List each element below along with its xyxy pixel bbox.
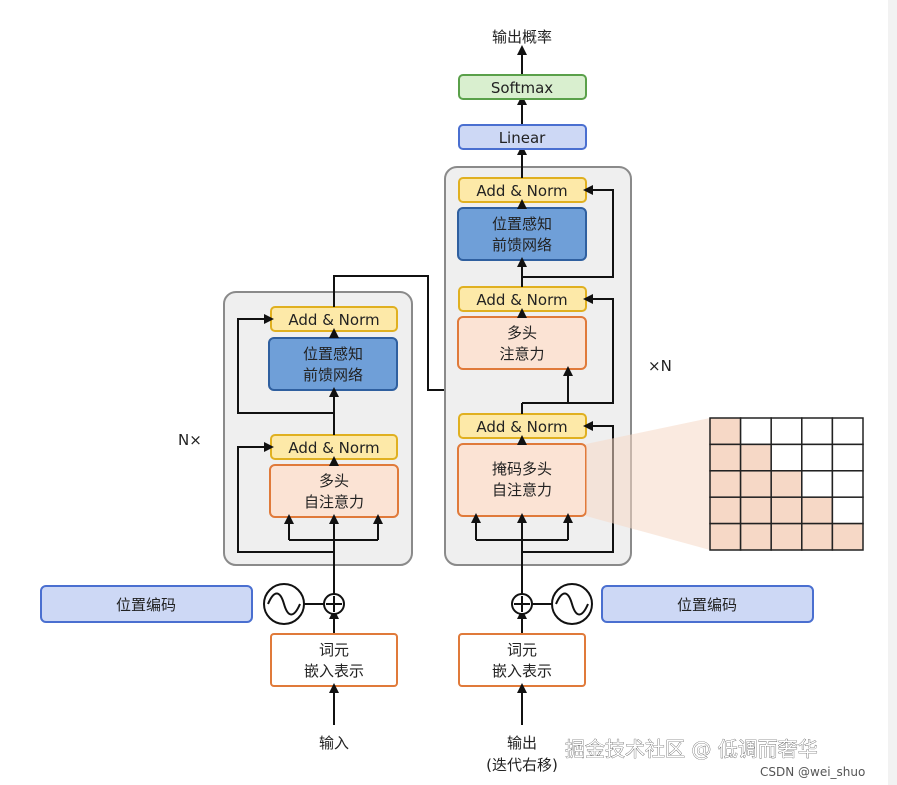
encoder-add-icon — [323, 593, 345, 615]
mask-cell — [739, 522, 772, 551]
mask-cell — [801, 417, 834, 446]
mask-projection — [586, 418, 710, 550]
decoder-add-norm-top-label: Add & Norm — [476, 182, 567, 200]
encoder-sine-icon — [263, 583, 305, 625]
encoder-positional-encoding — [40, 585, 253, 623]
encoder-ffn-label-2: 前馈网络 — [303, 366, 363, 384]
decoder-positional-encoding — [601, 585, 814, 623]
decoder-embedding-label-1: 词元 — [507, 641, 537, 659]
mask-cell — [739, 443, 772, 472]
mask-cell — [739, 470, 772, 498]
decoder-masked-attention-label-2: 自注意力 — [492, 481, 552, 499]
watermark-main: 掘金技术社区 @ 低调而奢华 — [565, 737, 818, 761]
mask-cell — [739, 496, 772, 525]
scrollbar[interactable] — [888, 0, 897, 785]
encoder-add-norm-top-label: Add & Norm — [288, 311, 379, 329]
decoder-cross-attention-label-2: 注意力 — [499, 345, 544, 363]
decoder-cross-attention-label-1: 多头 — [507, 324, 537, 342]
output-probabilities-label: 输出概率 — [492, 28, 552, 46]
softmax-layer — [458, 74, 587, 100]
mask-cell — [831, 417, 864, 446]
linear-label: Linear — [499, 129, 546, 147]
decoder-add-norm-bottom-label: Add & Norm — [476, 418, 567, 436]
linear-layer — [458, 124, 587, 150]
mask-cell — [770, 417, 803, 446]
encoder-input-label: 输入 — [319, 734, 349, 752]
mask-cell — [831, 496, 864, 525]
mask-grid — [709, 417, 864, 551]
decoder-output-label-1: 输出 — [507, 734, 537, 752]
decoder-ffn-label-2: 前馈网络 — [492, 236, 552, 254]
mask-cell — [709, 522, 742, 551]
mask-cell — [831, 443, 864, 472]
mask-cell — [739, 417, 772, 446]
mask-cell — [801, 522, 834, 551]
decoder-sine-icon — [551, 583, 593, 625]
mask-cell — [831, 522, 864, 551]
decoder-output-label-2: (迭代右移) — [486, 756, 558, 774]
decoder-masked-attention-label-1: 掩码多头 — [492, 460, 552, 478]
mask-cell — [801, 470, 834, 498]
mask-cell — [831, 470, 864, 498]
encoder-block — [223, 291, 413, 566]
mask-cell — [801, 496, 834, 525]
encoder-block-label: N× — [178, 431, 202, 449]
decoder-ffn-label-1: 位置感知 — [492, 215, 552, 233]
encoder-embedding-label-2: 嵌入表示 — [304, 662, 364, 680]
softmax-label: Softmax — [491, 79, 553, 97]
encoder-ffn-label-1: 位置感知 — [303, 345, 363, 363]
encoder-attention-label-1: 多头 — [319, 472, 349, 490]
mask-cell — [770, 522, 803, 551]
mask-cell — [709, 443, 742, 472]
encoder-attention-label-2: 自注意力 — [304, 493, 364, 511]
decoder-add-norm-middle-label: Add & Norm — [476, 291, 567, 309]
encoder-positional-label: 位置编码 — [116, 596, 176, 614]
mask-cell — [770, 496, 803, 525]
encoder-add-norm-bottom-label: Add & Norm — [288, 439, 379, 457]
decoder-add-icon — [511, 593, 533, 615]
mask-cell — [770, 443, 803, 472]
decoder-positional-label: 位置编码 — [677, 596, 737, 614]
mask-cell — [801, 443, 834, 472]
decoder-block-label: ×N — [648, 357, 672, 375]
mask-cell — [709, 496, 742, 525]
watermark-sub: CSDN @wei_shuo — [760, 765, 865, 779]
mask-cell — [709, 417, 742, 446]
decoder-masked-attention — [457, 443, 587, 517]
decoder-embedding-label-2: 嵌入表示 — [492, 662, 552, 680]
encoder-embedding-label-1: 词元 — [319, 641, 349, 659]
mask-cell — [770, 470, 803, 498]
mask-cell — [709, 470, 742, 498]
